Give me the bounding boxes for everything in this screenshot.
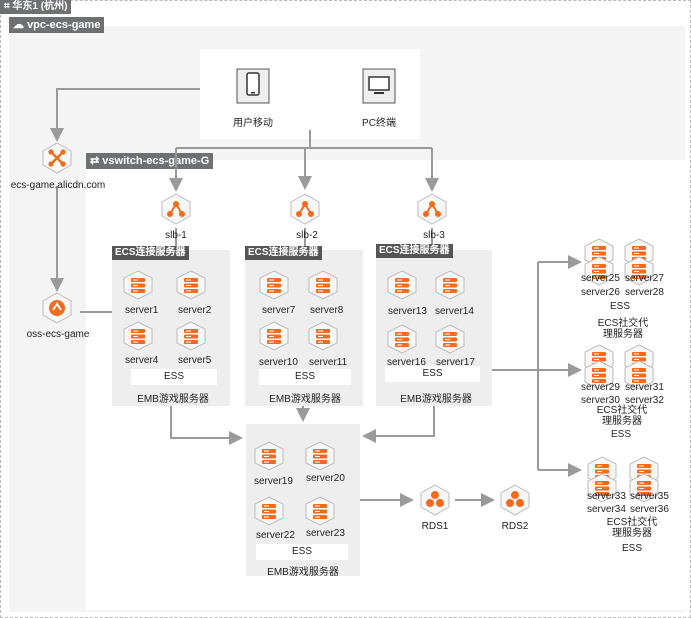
- server-label: server26: [581, 287, 620, 298]
- region-icon: ⌗: [4, 1, 13, 12]
- server-icon: [259, 321, 289, 351]
- server-label: server2: [178, 305, 212, 316]
- server-label: server33: [587, 491, 626, 502]
- pc-label: PC终端: [362, 118, 396, 129]
- server-icon: [123, 321, 153, 351]
- slb-icon: [417, 193, 447, 225]
- slb-icon: [290, 193, 320, 225]
- server-icon: [629, 473, 659, 503]
- server-icon: [259, 270, 289, 300]
- server-label: server8: [310, 305, 344, 316]
- server-label: server1: [125, 305, 159, 316]
- slb-icon: [161, 193, 191, 225]
- server-label: server4: [125, 355, 159, 366]
- group-header: ECS连接服务器: [245, 246, 322, 260]
- server-icon: [387, 324, 417, 354]
- server-label: server27: [625, 273, 664, 284]
- vswitch-tag: ⇄ vswitch-ecs-game-G: [86, 153, 214, 169]
- group-caption: EMB游戏服务器: [267, 567, 339, 578]
- phone-icon: [236, 68, 270, 104]
- server-icon: [305, 496, 335, 526]
- server-icon: [587, 473, 617, 503]
- mobile-label: 用户移动: [233, 118, 273, 129]
- proxy-caption: ECS社交代理服务器: [596, 405, 648, 427]
- region-tag: ⌗ 华东1 (杭州): [0, 0, 72, 14]
- server-label: server35: [630, 491, 669, 502]
- cloud-icon: ☁: [13, 19, 28, 31]
- group-caption: EMB游戏服务器: [269, 394, 341, 405]
- server-label: server29: [581, 382, 620, 393]
- vswitch-icon: ⇄: [90, 155, 103, 167]
- server-icon: [176, 321, 206, 351]
- ess-bar: ESS: [131, 369, 217, 385]
- region-title: 华东1 (杭州): [12, 1, 68, 12]
- server-label: server22: [256, 530, 295, 541]
- rds-label: RDS2: [501, 521, 529, 532]
- rds-icon: [500, 484, 530, 516]
- server-icon: [387, 270, 417, 300]
- server-icon: [624, 360, 654, 390]
- vpc-title: vpc-ecs-game: [27, 19, 101, 31]
- slb-label: slb-1: [165, 230, 187, 241]
- server-label: server10: [259, 357, 298, 368]
- server-label: server19: [254, 476, 293, 487]
- group-caption: EMB游戏服务器: [400, 394, 472, 405]
- server-icon: [584, 256, 614, 286]
- server-label: server28: [625, 287, 664, 298]
- oss-label: oss-ecs-game: [26, 329, 90, 340]
- group-header: ECS连接服务器: [376, 244, 453, 258]
- server-label: server30: [581, 395, 620, 406]
- server-label: server25: [581, 273, 620, 284]
- vpc-tag: ☁ vpc-ecs-game: [9, 17, 105, 33]
- ess-bar: ESS: [385, 366, 480, 382]
- ess-bar: ESS: [596, 541, 668, 557]
- proxy-caption: ECS社交代理服务器: [606, 517, 658, 539]
- group-header: ECS连接服务器: [112, 246, 189, 260]
- cdn-icon: [42, 142, 72, 174]
- server-label: server11: [309, 357, 348, 368]
- server-label: server23: [306, 528, 345, 539]
- ess-bar: ESS: [259, 369, 351, 385]
- server-label: server20: [306, 473, 345, 484]
- slb-label: slb-2: [296, 230, 318, 241]
- server-label: server5: [178, 355, 212, 366]
- server-label: server32: [625, 395, 664, 406]
- ess-bar: ESS: [590, 300, 650, 314]
- server-label: server13: [388, 306, 427, 317]
- rds-label: RDS1: [421, 521, 449, 532]
- server-label: server7: [262, 305, 296, 316]
- server-icon: [308, 321, 338, 351]
- server-icon: [584, 360, 614, 390]
- proxy-caption: ECS社交代理服务器: [597, 318, 649, 340]
- slb-label: slb-3: [423, 230, 445, 241]
- server-icon: [176, 270, 206, 300]
- cdn-label: ecs-game.alicdn.com: [10, 180, 106, 191]
- server-label: server14: [435, 306, 474, 317]
- ess-bar: ESS: [256, 544, 348, 560]
- server-icon: [624, 256, 654, 286]
- server-icon: [305, 441, 335, 471]
- rds-icon: [420, 484, 450, 516]
- ess-bar: ESS: [586, 427, 656, 443]
- group-caption: EMB游戏服务器: [137, 394, 209, 405]
- server-icon: [254, 441, 284, 471]
- monitor-icon: [362, 68, 396, 104]
- server-label: server34: [587, 504, 626, 515]
- vswitch-title: vswitch-ecs-game-G: [102, 155, 210, 167]
- server-icon: [435, 270, 465, 300]
- server-icon: [308, 270, 338, 300]
- server-label: server31: [625, 382, 664, 393]
- server-icon: [254, 496, 284, 526]
- server-label: server17: [436, 357, 475, 368]
- server-icon: [123, 270, 153, 300]
- server-icon: [435, 324, 465, 354]
- server-label: server16: [387, 357, 426, 368]
- server-label: server36: [630, 504, 669, 515]
- oss-icon: [42, 292, 72, 324]
